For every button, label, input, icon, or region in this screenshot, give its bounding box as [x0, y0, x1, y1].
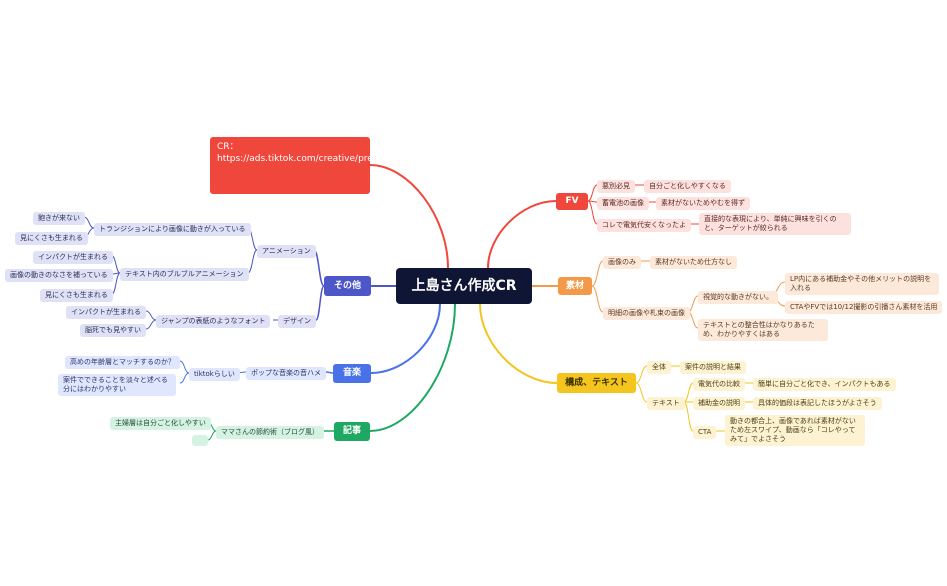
edge-text-c1	[111, 255, 121, 274]
article-mama-child-2[interactable]	[192, 435, 208, 446]
edge-kou-overall	[635, 365, 648, 384]
edge-kou-t1	[683, 382, 694, 403]
fv-item-2[interactable]: 蓄電池の画像	[597, 197, 649, 210]
others-design[interactable]: デザイン	[278, 315, 316, 328]
anim-text-child-1[interactable]: インパクトが生まれる	[33, 251, 113, 264]
branch-music[interactable]: 音楽	[333, 364, 371, 383]
fv-item-3[interactable]: コレで電気代安くなったよ	[597, 219, 691, 232]
fv-item-3-child[interactable]: 直接的な表現により、単純に興味を引くのと、ターゲットが絞られる	[699, 213, 851, 235]
edge-trans-c1	[83, 216, 95, 229]
edge-mus-pop	[325, 371, 334, 374]
fv-item-1[interactable]: 悪別必見	[597, 180, 635, 193]
edge-font-c1	[145, 310, 157, 321]
edge-fv-3	[587, 200, 598, 225]
music-tiktok[interactable]: tiktokらしい	[189, 368, 240, 381]
edge-tiktok-c1	[179, 360, 190, 374]
material-visual-child-1[interactable]: LP内にある補助金やその他メリットの説明を入れる	[785, 273, 939, 295]
material-visual-note[interactable]: 視覚的な動きがない。	[698, 291, 778, 304]
text-item-cta-child[interactable]: 動きの都合上、画像であれば素材がないため左スワイプ、動画なら「コレやってみて」で…	[725, 415, 865, 446]
fv-item-2-child[interactable]: 素材がないためやむを得ず	[656, 197, 750, 210]
edge-root-cr	[369, 164, 449, 269]
branch-composition[interactable]: 構成、テキスト	[557, 373, 636, 393]
edge-text-c3	[111, 272, 121, 295]
edge-fv-1	[587, 184, 598, 202]
others-animation[interactable]: アニメーション	[257, 245, 316, 258]
composition-overall[interactable]: 全体	[647, 361, 671, 374]
anim-transition-child-1[interactable]: 飽きが来ない	[33, 212, 85, 225]
text-item-2-child[interactable]: 具体的価段は表記したほうがよさそう	[753, 397, 882, 410]
music-tiktok-child-1[interactable]: 高めの年齢層とマッチするのか？	[65, 356, 180, 369]
branch-article[interactable]: 記事	[334, 422, 370, 441]
material-text-fit[interactable]: テキストとの整合性はかなりあるため、わかりやすくはある	[698, 319, 828, 341]
design-font[interactable]: ジャンプの表紙のようなフォント	[156, 315, 271, 328]
edge-tiktok-c2	[179, 372, 190, 384]
edge-font-c2	[145, 319, 157, 330]
anim-text-child-2[interactable]: 画像の動きのなさを補っている	[5, 269, 113, 282]
edge-anim-text	[247, 249, 258, 274]
text-item-1-child[interactable]: 簡単に自分ごと化でき、インパクトもある	[753, 378, 896, 391]
edge-kou-text	[635, 382, 648, 403]
music-pop[interactable]: ポップな音楽の音ハメ	[246, 367, 326, 380]
material-only-image-child[interactable]: 素材がないため仕方なし	[650, 256, 737, 269]
edge-mat-specs	[591, 285, 604, 313]
anim-transition-child-2[interactable]: 見にくさも生まれる	[15, 232, 88, 245]
edge-oth-design	[315, 285, 325, 321]
edge-kou-t3	[683, 401, 694, 432]
branch-fv[interactable]: FV	[556, 193, 588, 210]
cr-url-note[interactable]: CR：https://ads.tiktok.com/creative/previ…	[210, 137, 605, 194]
design-font-child-2[interactable]: 脳死でも見やすい	[80, 324, 146, 337]
material-visual-child-2[interactable]: CTAやFVでは10/12撮影の引播さん素材を活用	[785, 301, 943, 314]
article-mama-child-1[interactable]: 主婦層は自分ごと化しやすい	[110, 417, 211, 430]
text-item-2[interactable]: 補助金の説明	[693, 397, 745, 410]
anim-text[interactable]: テキスト内のブルブルアニメーション	[120, 268, 249, 281]
root-topic[interactable]: 上島さん作成CR	[396, 268, 532, 304]
music-tiktok-child-2[interactable]: 案件でできることを淡々と述べる分にはわかりやすい	[58, 374, 176, 396]
edge-root-composition	[479, 303, 558, 384]
design-font-child-1[interactable]: インパクトが生まれる	[66, 306, 146, 319]
material-specs-image[interactable]: 明細の画像や札束の画像	[603, 307, 690, 320]
text-item-1[interactable]: 電気代の比較	[693, 378, 745, 391]
article-mama[interactable]: ママさんの節約術（ブログ風）	[216, 426, 324, 439]
branch-others[interactable]: その他	[324, 276, 371, 296]
edge-mat-only	[591, 260, 604, 287]
edge-root-article	[369, 303, 456, 432]
material-only-image[interactable]: 画像のみ	[603, 256, 641, 269]
edge-root-music	[370, 303, 441, 374]
edge-mama-c2	[207, 430, 217, 441]
composition-overall-child[interactable]: 案件の説明と結果	[680, 361, 746, 374]
composition-text[interactable]: テキスト	[647, 397, 685, 410]
text-item-cta[interactable]: CTA	[693, 426, 717, 439]
anim-text-child-3[interactable]: 見にくさも生まれる	[40, 289, 113, 302]
branch-material[interactable]: 素材	[558, 277, 592, 295]
fv-item-1-child[interactable]: 自分ごと化しやすくなる	[644, 180, 731, 193]
anim-transition[interactable]: トランジションにより画像に動きが入っている	[94, 223, 251, 236]
edge-root-fv	[487, 200, 557, 269]
